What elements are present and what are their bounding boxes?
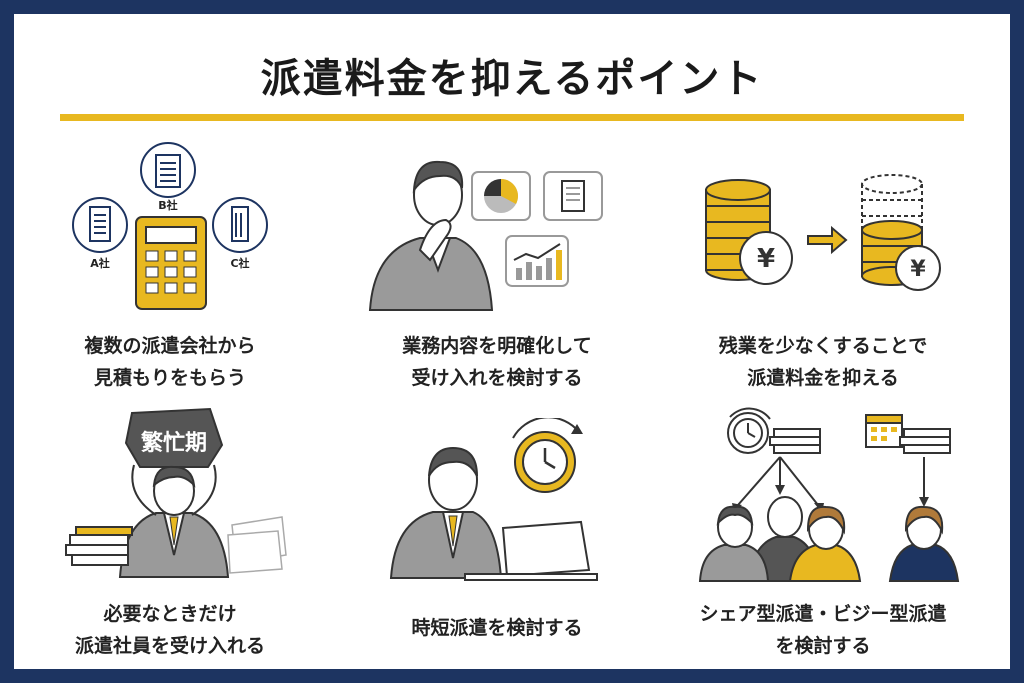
thinking-man-illustration [360, 150, 620, 315]
busy-season-rock-text: 繁忙期 [141, 430, 207, 456]
company-c-label: C社 [230, 256, 249, 270]
company-a-label: A社 [90, 256, 110, 270]
point-caption-2: 業務内容を明確化して 受け入れを検討する [337, 330, 657, 394]
caption-line: 必要なときだけ [103, 603, 237, 625]
share-busy-illustration [690, 405, 970, 585]
caption-line: 残業を少なくすることで [718, 335, 928, 357]
yen-symbol: ¥ [757, 244, 775, 274]
point-caption-1: 複数の派遣会社から 見積もりをもらう [10, 330, 330, 394]
busy-season-illustration: 繁忙期 [60, 405, 290, 580]
caption-line: 見積もりをもらう [93, 367, 246, 389]
caption-line: 複数の派遣会社から [84, 335, 256, 357]
point-caption-3: 残業を少なくすることで 派遣料金を抑える [663, 330, 983, 394]
caption-line: 業務内容を明確化して [402, 335, 592, 357]
caption-line: 時短派遣を検討する [411, 617, 583, 639]
laptop-clock-illustration [385, 418, 615, 583]
caption-line: を検討する [775, 635, 871, 657]
page-title: 派遣料金を抑えるポイント [260, 56, 764, 102]
coins-illustration: ¥ ¥ [700, 170, 950, 300]
point-caption-6: シェア型派遣・ビジー型派遣 を検討する [663, 598, 983, 662]
caption-line: シェア型派遣・ビジー型派遣 [699, 603, 947, 625]
yen-symbol-small: ¥ [910, 257, 926, 282]
point-caption-4: 必要なときだけ 派遣社員を受け入れる [10, 598, 330, 662]
caption-line: 派遣料金を抑える [747, 367, 899, 389]
calculator-companies-illustration: A社 B社 C社 [60, 135, 280, 315]
company-b-label: B社 [158, 198, 177, 212]
title-underline [60, 114, 964, 121]
caption-line: 派遣社員を受け入れる [74, 635, 265, 657]
point-caption-5: 時短派遣を検討する [337, 612, 657, 644]
caption-line: 受け入れを検討する [411, 367, 583, 389]
